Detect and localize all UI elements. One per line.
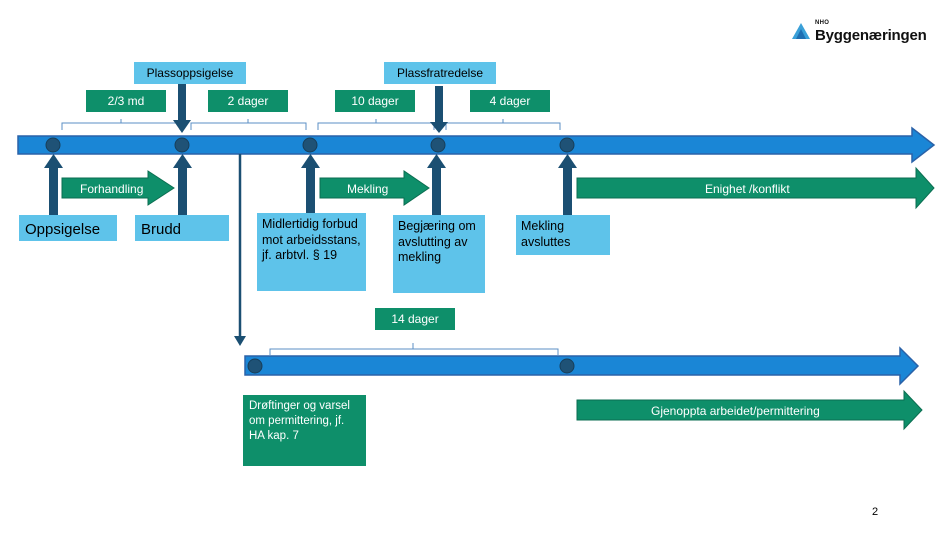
- mekling-avsluttes-box: Mekling avsluttes: [516, 215, 610, 255]
- duration-2-dager: 2 dager: [208, 90, 288, 112]
- droftinger-box: Drøftinger og varsel om permittering, jf…: [243, 395, 366, 466]
- bracket-10-dager: [317, 119, 435, 130]
- up-arrow-midlertidig: [301, 154, 320, 216]
- node-lower-14-dager: [559, 358, 575, 374]
- up-arrow-oppsigelse: [44, 154, 63, 216]
- up-arrow-begjaering: [427, 154, 446, 216]
- node-lower-start: [247, 358, 263, 374]
- gjenoppta-arrow: [576, 389, 923, 431]
- bracket-14-dager: [269, 343, 559, 356]
- gjenoppta-label: Gjenoppta arbeidet/permittering: [651, 404, 820, 418]
- nho-logo-icon: [792, 23, 810, 39]
- bracket-2-dager: [190, 119, 307, 130]
- forhandling-label: Forhandling: [80, 182, 144, 196]
- brudd-label: Brudd: [141, 221, 182, 238]
- timeline-nodes: [45, 137, 575, 374]
- logo-prefix: NHO: [815, 20, 830, 26]
- logo-name: Byggenæringen: [815, 27, 927, 44]
- brudd-box: Brudd: [135, 215, 229, 241]
- plassfratredelse-callout: Plassfratredelse: [384, 62, 496, 84]
- midlertidig-box: Midlertidig forbud mot arbeidsstans, jf.…: [257, 213, 366, 291]
- plassoppsigelse-callout: Plassoppsigelse: [134, 62, 246, 84]
- forhandling-arrow: [61, 170, 175, 206]
- begjaering-box: Begjæring om avslutting av mekling: [393, 215, 485, 293]
- bracket-2-3-md: [61, 119, 181, 130]
- down-arrow-plassoppsigelse: [173, 84, 191, 133]
- node-mekling-avsluttes: [559, 137, 575, 153]
- midlertidig-label: Midlertidig forbud mot arbeidsstans, jf.…: [262, 217, 361, 262]
- node-oppsigelse: [45, 137, 61, 153]
- page-number: 2: [872, 506, 879, 518]
- up-arrow-mekling-avsluttes: [558, 154, 577, 216]
- node-brudd: [174, 137, 190, 153]
- up-arrow-brudd: [173, 154, 192, 216]
- begjaering-label: Begjæring om avslutting av mekling: [398, 219, 476, 264]
- nho-byggenaeringen-logo: NHO Byggenæringen: [790, 20, 930, 46]
- enighet-label: Enighet /konflikt: [705, 182, 790, 196]
- droftinger-label: Drøftinger og varsel om permittering, jf…: [249, 400, 350, 442]
- lower-timeline-arrow: [244, 346, 920, 386]
- oppsigelse-box: Oppsigelse: [19, 215, 117, 241]
- mekling-arrow: [319, 170, 430, 206]
- mekling-label: Mekling: [347, 182, 389, 196]
- down-arrow-plassfratredelse: [430, 86, 448, 133]
- connector-to-lower-timeline: [234, 154, 246, 346]
- node-midlertidig: [302, 137, 318, 153]
- enighet-arrow: [576, 166, 935, 210]
- node-begjaering: [430, 137, 446, 153]
- oppsigelse-label: Oppsigelse: [25, 221, 101, 238]
- duration-14-dager: 14 dager: [375, 308, 455, 330]
- duration-2-3-md: 2/3 md: [86, 90, 166, 112]
- bracket-4-dager: [445, 119, 561, 130]
- duration-4-dager: 4 dager: [470, 90, 550, 112]
- duration-10-dager: 10 dager: [335, 90, 415, 112]
- mekling-avsluttes-label: Mekling avsluttes: [521, 219, 571, 249]
- main-timeline-arrow: [17, 126, 936, 164]
